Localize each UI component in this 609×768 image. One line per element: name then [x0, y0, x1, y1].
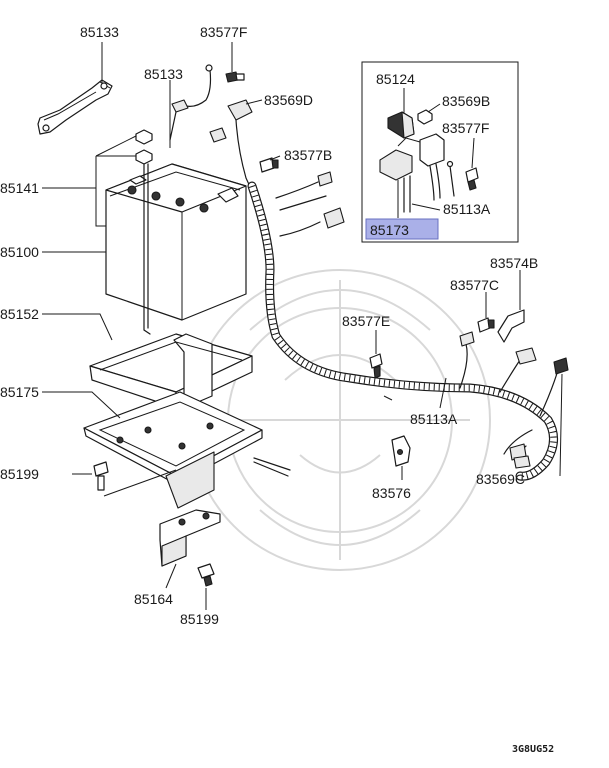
label-85164[interactable]: 85164	[134, 591, 173, 607]
leader-85141	[42, 135, 140, 227]
part-83569B-nut[interactable]	[417, 109, 433, 125]
leader-83569D	[245, 99, 263, 105]
leader-83577F-inset	[471, 137, 475, 169]
leader-85175	[42, 391, 121, 419]
label-83569D[interactable]: 83569D	[264, 92, 313, 108]
part-85152-tray[interactable]	[89, 333, 253, 409]
label-85113A-main[interactable]: 85113A	[410, 411, 458, 427]
part-85199-bolt-bottom[interactable]	[197, 563, 215, 587]
part-83577C-bolt[interactable]	[477, 317, 495, 333]
label-83577B[interactable]: 83577B	[284, 147, 332, 163]
label-83576[interactable]: 83576	[372, 485, 411, 501]
label-83577E[interactable]: 83577E	[342, 313, 390, 329]
label-85199-bottom[interactable]: 85199	[180, 611, 219, 627]
leader-83569C	[559, 373, 563, 477]
label-83569B[interactable]: 83569B	[442, 93, 490, 109]
part-85173-highlight[interactable]	[365, 218, 439, 240]
label-85133-mid[interactable]: 85133	[144, 66, 183, 82]
leader-85164	[165, 563, 177, 589]
diagram-code: 3G8UG52	[512, 744, 554, 755]
label-85175[interactable]: 85175	[0, 384, 39, 400]
leader-83569B	[427, 103, 441, 113]
part-hold-down-rod[interactable]	[143, 163, 151, 335]
label-85152[interactable]: 85152	[0, 306, 39, 322]
part-83577F-bolt[interactable]	[225, 71, 245, 83]
label-83577F-inset[interactable]: 83577F	[442, 120, 489, 136]
label-85124[interactable]: 85124	[376, 71, 415, 87]
watermark-emblem	[189, 269, 491, 571]
label-83577C[interactable]: 83577C	[450, 277, 499, 293]
part-83569D-negative-cable[interactable]	[169, 64, 263, 211]
leader-85199-to-tray	[103, 469, 177, 497]
part-83576-clamp[interactable]	[391, 435, 411, 467]
part-85133-hold-down-bar[interactable]	[37, 79, 113, 135]
leader-83577B	[269, 155, 281, 161]
part-85173-fusible-link[interactable]	[379, 133, 455, 213]
label-85173[interactable]: 85173	[370, 222, 409, 238]
part-83577F-bolt-inset[interactable]	[465, 167, 479, 191]
part-85100-battery[interactable]	[105, 163, 247, 321]
part-83577E-bolt[interactable]	[369, 353, 383, 379]
label-85141[interactable]: 85141	[0, 180, 39, 196]
part-85113A-wiring-harness[interactable]	[247, 171, 569, 481]
part-83574B-bracket[interactable]	[497, 309, 525, 343]
label-83569C[interactable]: 83569C	[476, 471, 525, 487]
inset-detail-box	[361, 61, 519, 243]
label-85113A-inset[interactable]: 85113A	[443, 201, 491, 217]
label-85199-left[interactable]: 85199	[0, 466, 39, 482]
part-85199-bolt-left[interactable]	[93, 461, 109, 491]
leader-85113A-main	[439, 377, 447, 409]
label-85100[interactable]: 85100	[0, 244, 39, 260]
harness-clip	[383, 395, 393, 401]
leader-85113A-inset	[411, 203, 441, 211]
leader-85152	[42, 313, 113, 341]
label-83574B[interactable]: 83574B	[490, 255, 538, 271]
part-85124-terminal-cover[interactable]	[387, 111, 415, 139]
label-85133-top[interactable]: 85133	[80, 24, 119, 40]
label-83577F-top[interactable]: 83577F	[200, 24, 247, 40]
part-83577B-bolt[interactable]	[259, 157, 279, 173]
part-85164-bracket[interactable]	[159, 509, 221, 567]
part-85175-tray-base[interactable]	[83, 391, 291, 509]
part-85141-nut[interactable]	[135, 129, 153, 165]
